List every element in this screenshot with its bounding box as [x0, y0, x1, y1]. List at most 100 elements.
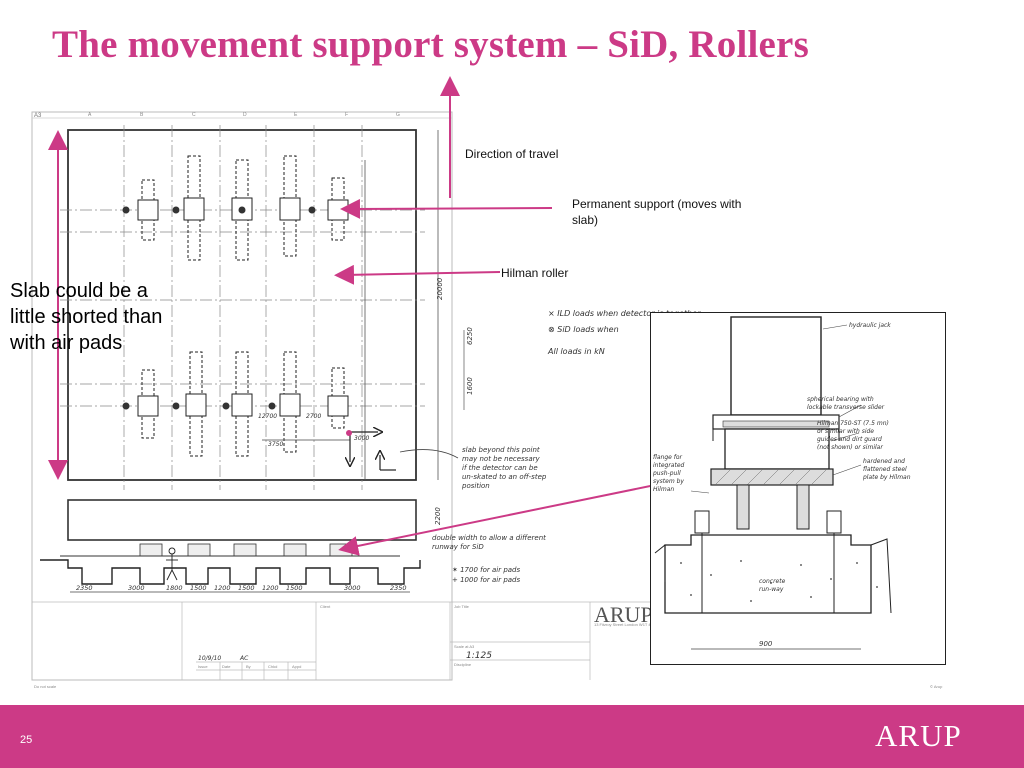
svg-text:1500: 1500 [190, 584, 207, 592]
svg-text:spherical bearing with: spherical bearing with [807, 396, 874, 403]
slab-outline [67, 129, 417, 481]
svg-text:1200: 1200 [214, 584, 231, 592]
svg-text:guides and dirt guard: guides and dirt guard [817, 436, 882, 443]
svg-text:push-pull: push-pull [652, 470, 681, 477]
svg-text:Job Title: Job Title [454, 604, 470, 609]
svg-text:hardened and: hardened and [863, 458, 905, 465]
svg-text:1800: 1800 [166, 584, 183, 592]
footer-bar [0, 705, 1024, 768]
support-blocks-top [137, 197, 349, 221]
svg-text:flattened steel: flattened steel [863, 466, 907, 473]
grid-column-letters: A B C D E F G [88, 112, 400, 118]
svg-text:hydraulic jack: hydraulic jack [849, 322, 891, 329]
svg-text:position: position [461, 482, 490, 490]
svg-text:system by: system by [653, 478, 684, 485]
hilman-roller-arrow [334, 264, 501, 285]
svg-text:3000: 3000 [354, 435, 369, 442]
svg-text:2350: 2350 [390, 584, 407, 592]
svg-text:C: C [192, 112, 196, 118]
svg-text:900: 900 [759, 640, 773, 648]
sid-load-markers-top [122, 206, 316, 214]
detail-pointer-arrow [338, 483, 661, 556]
svg-text:× ILD loads when detector is t: × ILD loads when detector is together [548, 309, 701, 318]
svg-text:G: G [396, 112, 400, 118]
scale-figure [166, 547, 178, 581]
svg-text:Scale at A3: Scale at A3 [454, 644, 475, 649]
svg-text:if the detector can be: if the detector can be [462, 464, 538, 472]
sheet-size-label: A3 [34, 113, 42, 119]
svg-text:un-skated to an off-step: un-skated to an off-step [462, 473, 547, 481]
svg-text:may not be necessary: may not be necessary [462, 455, 541, 463]
svg-text:Chkd: Chkd [268, 664, 277, 669]
slab-note: Slab could be a little shorted than with… [10, 280, 163, 354]
sid-load-markers-bottom [122, 402, 276, 410]
svg-text:E: E [294, 112, 298, 118]
direction-label: Direction of travel [465, 147, 559, 161]
svg-text:✶ 1700 for air pads: ✶ 1700 for air pads [452, 566, 520, 574]
svg-text:2350: 2350 [76, 584, 93, 592]
svg-text:Appd: Appd [292, 664, 301, 669]
svg-text:3000: 3000 [344, 584, 361, 592]
title-block [32, 601, 650, 680]
svg-text:1:125: 1:125 [466, 651, 492, 661]
hilman-roller-label: Hilman roller [501, 266, 569, 280]
page-number: 25 [20, 734, 33, 746]
roller-units [139, 543, 353, 557]
svg-text:Do not scale: Do not scale [34, 684, 57, 689]
svg-text:6250: 6250 [466, 327, 474, 345]
support-blocks-bottom [137, 393, 349, 417]
svg-text:Hilman 750-ST (7.5 mn): Hilman 750-ST (7.5 mn) [817, 420, 889, 427]
svg-text:⊗ SiD loads when: ⊗ SiD loads when [548, 325, 619, 334]
svg-text:1500: 1500 [286, 584, 303, 592]
svg-text:1500: 1500 [238, 584, 255, 592]
svg-text:AC: AC [239, 655, 249, 662]
permanent-support-arrow [340, 198, 553, 219]
svg-text:integrated: integrated [653, 462, 685, 469]
runway-section [40, 559, 421, 585]
svg-text:double width to allow a differ: double width to allow a different [432, 534, 546, 542]
svg-text:20000: 20000 [436, 277, 444, 300]
svg-text:3000: 3000 [128, 584, 145, 592]
roller-detail-drawing: 900 hydraulic jack spherical bearing wit… [652, 316, 911, 650]
hydraulic-jack [730, 316, 822, 416]
svg-text:slab beyond this point: slab beyond this point [462, 446, 540, 454]
svg-text:© Arup: © Arup [930, 684, 943, 689]
title-block-logo: ARUP [594, 602, 653, 627]
svg-text:Discipline: Discipline [454, 662, 472, 667]
svg-text:Date: Date [222, 664, 231, 669]
svg-text:12700: 12700 [258, 413, 277, 420]
svg-text:plate by Hilman: plate by Hilman [862, 474, 911, 481]
svg-text:By: By [246, 664, 251, 669]
svg-text:3750: 3750 [268, 441, 283, 448]
svg-text:flange for: flange for [653, 454, 683, 461]
svg-text:run-way: run-way [759, 586, 784, 593]
steel-plate [710, 468, 834, 486]
svg-text:10/9/10: 10/9/10 [198, 655, 221, 662]
svg-text:concrete: concrete [759, 578, 786, 585]
svg-text:runway for SiD: runway for SiD [432, 543, 484, 551]
svg-text:1200: 1200 [262, 584, 279, 592]
svg-text:13 Fitzroy Street London W1T 4: 13 Fitzroy Street London W1T 4BQ [594, 622, 656, 627]
svg-text:lockable transverse slider: lockable transverse slider [807, 404, 885, 411]
svg-text:D: D [243, 112, 247, 118]
slide-title: The movement support system – SiD, Rolle… [52, 23, 809, 66]
svg-text:Issue: Issue [198, 664, 208, 669]
arup-logo: ARUP [875, 718, 962, 753]
svg-text:A: A [88, 112, 92, 118]
svg-text:(not shown) or similar: (not shown) or similar [817, 444, 883, 451]
svg-text:All loads in kN: All loads in kN [547, 347, 605, 356]
svg-text:or similar with side: or similar with side [817, 428, 874, 435]
svg-text:+ 1000 for air pads: + 1000 for air pads [452, 576, 520, 584]
svg-text:B: B [140, 112, 144, 118]
runway-outline [67, 499, 417, 541]
concrete-runway [664, 534, 872, 614]
svg-text:Client: Client [320, 604, 331, 609]
svg-text:1600: 1600 [466, 377, 474, 395]
svg-text:Hilman: Hilman [653, 486, 674, 493]
svg-text:F: F [345, 112, 348, 118]
svg-text:2200: 2200 [434, 507, 442, 525]
permanent-support-label: Permanent support (moves with slab) [572, 197, 742, 227]
engineering-drawing: A3 A B C D E F G [31, 76, 943, 689]
svg-text:2700: 2700 [306, 413, 321, 420]
hilman-roller-body [724, 428, 830, 470]
